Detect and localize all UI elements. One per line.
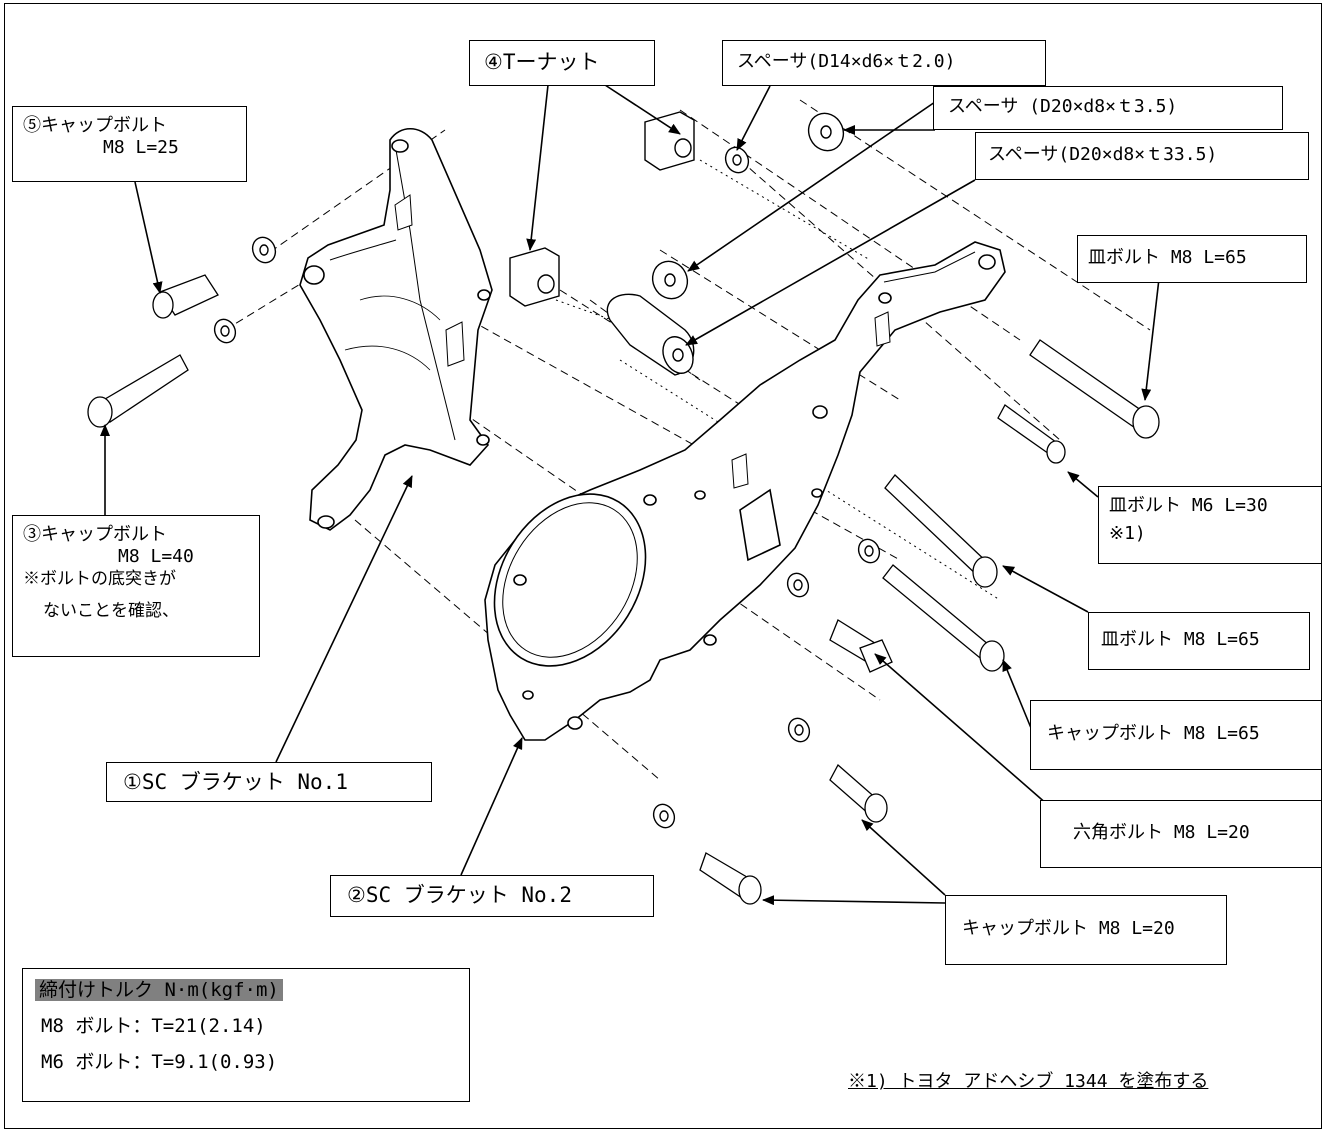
label-spacer-d20-335-text: スペーサ(D20×d8×ｔ33.5) (988, 144, 1218, 165)
label-cap-bolt-m8-25: ⑤キャップボルト M8 L=25 (12, 106, 247, 182)
label-flat-bolt-m8-65-lower-text: 皿ボルト M8 L=65 (1101, 629, 1260, 650)
label-t-nut-text: ④Tーナット (484, 50, 600, 74)
label-sc-bracket-no2-text: ②SC ブラケット No.2 (347, 883, 572, 907)
t-nut-parts (509, 111, 695, 307)
label-cap-bolt-m8-65: キャップボルト M8 L=65 (1030, 700, 1322, 770)
label-flat-bolt-m6-30-text: 皿ボルト M6 L=30 (1109, 495, 1268, 516)
leader-arrows (100, 84, 1161, 906)
label-sc-bracket-no1-text: ①SC ブラケット No.1 (123, 770, 348, 794)
torque-m8-value: M8 ボルト：T=21(2.14) (41, 1015, 266, 1037)
spacer-washer-parts (213, 112, 881, 829)
label-cap-bolt-m8-40-name: ③キャップボルト (23, 524, 167, 545)
label-hex-bolt-m8-20: 六角ボルト M8 L=20 (1040, 800, 1322, 868)
torque-spec-box: 締付けトルク N·m(kgf·m) M8 ボルト：T=21(2.14) M6 ボ… (22, 968, 470, 1102)
label-t-nut: ④Tーナット (469, 40, 655, 86)
label-cap-bolt-m8-25-size: M8 L=25 (103, 137, 179, 158)
label-spacer-d20-335: スペーサ(D20×d8×ｔ33.5) (975, 132, 1309, 180)
label-flat-bolt-m6-30-note: ※1) (1109, 523, 1146, 544)
label-hex-bolt-m8-20-text: 六角ボルト M8 L=20 (1073, 822, 1250, 843)
label-cap-bolt-m8-25-name: ⑤キャップボルト (23, 115, 167, 136)
label-cap-bolt-m8-20: キャップボルト M8 L=20 (945, 895, 1227, 965)
label-cap-bolt-m8-65-text: キャップボルト M8 L=65 (1047, 723, 1260, 744)
sc-bracket-no2-part (484, 241, 1006, 741)
label-flat-bolt-m6-30: 皿ボルト M6 L=30 ※1) (1098, 486, 1322, 564)
label-spacer-d20-35: スペーサ (D20×d8×ｔ3.5) (933, 86, 1283, 130)
label-spacer-d14-text: スペーサ(D14×d6×ｔ2.0) (737, 51, 956, 72)
adhesive-footnote: ※1) トヨタ アドヘシブ 1344 を塗布する (848, 1071, 1209, 1092)
drawing-frame (4, 3, 1322, 1129)
label-cap-bolt-m8-40-note2: ないことを確認、 (43, 601, 179, 621)
torque-m6-value: M6 ボルト：T=9.1(0.93) (41, 1051, 278, 1073)
label-cap-bolt-m8-40-note1: ※ボルトの底突きが (23, 569, 176, 589)
label-sc-bracket-no2: ②SC ブラケット No.2 (330, 875, 654, 917)
torque-heading: 締付けトルク N·m(kgf·m) (35, 979, 283, 1001)
label-cap-bolt-m8-40: ③キャップボルト M8 L=40 ※ボルトの底突きが ないことを確認、 (12, 515, 260, 657)
label-flat-bolt-m8-65-upper: 皿ボルト M8 L=65 (1077, 235, 1307, 283)
sc-bracket-no1-part (299, 127, 493, 531)
label-spacer-d20-35-text: スペーサ (D20×d8×ｔ3.5) (948, 96, 1178, 117)
label-cap-bolt-m8-20-text: キャップボルト M8 L=20 (962, 918, 1175, 939)
label-sc-bracket-no1: ①SC ブラケット No.1 (106, 762, 432, 802)
label-flat-bolt-m8-65-upper-text: 皿ボルト M8 L=65 (1088, 247, 1247, 268)
label-spacer-d14: スペーサ(D14×d6×ｔ2.0) (722, 40, 1046, 86)
bolt-parts (87, 274, 1160, 905)
label-cap-bolt-m8-40-size: M8 L=40 (118, 546, 194, 567)
label-flat-bolt-m8-65-lower: 皿ボルト M8 L=65 (1088, 612, 1310, 670)
